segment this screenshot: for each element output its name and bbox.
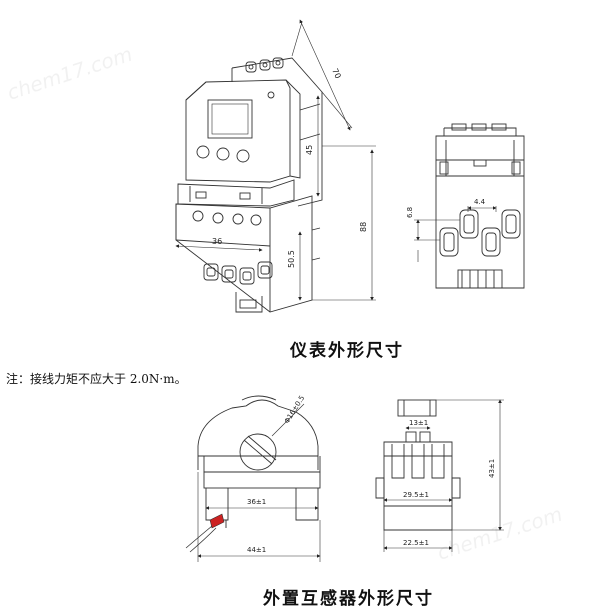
watermark-right: chem17.com bbox=[434, 502, 565, 565]
dim-lower-label: 50.5 bbox=[287, 250, 296, 268]
dim-terminal-spacing-v-label: 6.8 bbox=[406, 207, 414, 218]
watermark-left: chem17.com bbox=[4, 42, 135, 105]
dim-mid-width-label: 29.5±1 bbox=[403, 491, 429, 499]
terminal-dimension-lines bbox=[414, 206, 497, 262]
dim-depth-label: 70 bbox=[330, 67, 342, 80]
torque-note: 注：接线力矩不应大于 2.0N·m。 bbox=[6, 372, 187, 386]
ct-dimensions-title: 外置互感器外形尺寸 bbox=[263, 589, 434, 609]
dim-outer-width-label: 44±1 bbox=[247, 546, 266, 554]
ct-side-dimension-lines bbox=[383, 399, 504, 552]
ct-lead-wires bbox=[185, 525, 217, 553]
ct-wire-terminal-red bbox=[209, 513, 225, 529]
dim-total-height-label: 88 bbox=[359, 222, 368, 232]
dim-top-width-label: 13±1 bbox=[409, 419, 428, 427]
dim-inner-width-label: 36±1 bbox=[247, 498, 266, 506]
meter-dimension-lines bbox=[175, 19, 376, 301]
meter-dimensions-title: 仪表外形尺寸 bbox=[290, 341, 404, 361]
dim-hole-dia-label: Φ16±0.5 bbox=[283, 394, 306, 425]
dim-front-height-label: 45 bbox=[305, 145, 314, 155]
dim-terminal-spacing-h-label: 4.4 bbox=[474, 198, 486, 206]
dim-ct-height-label: 43±1 bbox=[488, 459, 496, 478]
dim-base-width-label: 22.5±1 bbox=[403, 539, 429, 547]
meter-terminal-view bbox=[435, 123, 525, 289]
dim-width-label: 36 bbox=[212, 237, 222, 246]
ct-dimension-lines bbox=[197, 403, 321, 562]
